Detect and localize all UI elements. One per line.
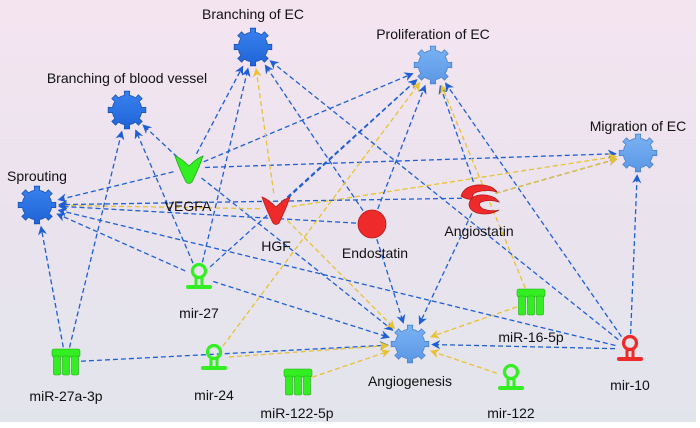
node-label-branching_ec: Branching of EC: [202, 6, 304, 22]
mature-mirna-icon: [516, 288, 546, 316]
node-mir24[interactable]: mir-24: [194, 343, 234, 404]
node-label-mir10: mir-10: [610, 377, 650, 393]
edge-endostatin-to-proliferation_ec: [377, 84, 427, 210]
edge-angiostatin-to-migration_ec: [495, 156, 618, 194]
mature-mirna-icon: [283, 368, 313, 396]
edge-layer: [38, 60, 642, 378]
gear-icon: [618, 133, 658, 173]
edge-mir122-to-angiogenesis: [429, 349, 497, 374]
edge-endostatin-to-branching_ec: [264, 64, 364, 212]
mirna-hairpin-icon: [498, 363, 524, 390]
edge-vegfa-to-migration_ec: [204, 149, 617, 169]
edge-mir27-to-angiogenesis: [213, 280, 390, 340]
edge-angiostatin-to-proliferation_ec: [438, 84, 475, 183]
peptidase-icon-lower: [468, 194, 500, 215]
node-mir10[interactable]: mir-10: [610, 334, 650, 394]
node-label-mir27: mir-27: [179, 305, 219, 321]
edge-mir24-to-angiogenesis: [228, 341, 389, 358]
node-layer: Branching of EC Proliferation of EC Branch…: [7, 6, 686, 421]
edge-mir27-to-proliferation_ec: [209, 79, 418, 268]
node-label-angiogenesis: Angiogenesis: [368, 373, 452, 389]
mirna-hairpin-icon: [186, 262, 212, 289]
edge-mir10-to-sprouting: [57, 207, 616, 347]
gear-icon: [233, 27, 273, 67]
node-label-sprouting: Sprouting: [7, 168, 67, 184]
gear-icon: [413, 45, 453, 85]
growth-factor-icon: [261, 196, 291, 225]
node-migration_ec[interactable]: Migration of EC: [590, 118, 686, 173]
node-label-mir122: mir-122: [487, 405, 535, 421]
edge-mir27-to-branching_bv: [134, 129, 194, 264]
node-label-proliferation_ec: Proliferation of EC: [376, 26, 490, 42]
node-vegfa[interactable]: VEGFA: [165, 155, 212, 214]
node-hgf[interactable]: HGF: [261, 196, 291, 254]
node-mir16[interactable]: miR-16-5p: [498, 288, 564, 345]
node-angiostatin[interactable]: Angiostatin: [444, 184, 514, 239]
edge-mir24-to-proliferation_ec: [222, 81, 421, 347]
node-mir122_5p[interactable]: miR-122-5p: [260, 368, 334, 421]
gear-icon: [17, 185, 57, 225]
edge-vegfa-to-proliferation_ec: [203, 72, 414, 163]
node-angiogenesis[interactable]: Angiogenesis: [368, 324, 452, 389]
edge-vegfa-to-sprouting: [57, 171, 174, 203]
node-mir122[interactable]: mir-122: [487, 363, 535, 422]
edge-hgf-to-branching_ec: [252, 67, 275, 194]
edge-endostatin-to-angiogenesis: [376, 239, 406, 324]
mirna-hairpin-icon: [617, 334, 643, 361]
node-label-mir27a: miR-27a-3p: [29, 388, 102, 404]
edge-mir10-to-proliferation_ec: [445, 82, 622, 338]
edge-vegfa-to-angiogenesis: [201, 177, 394, 331]
circle-icon: [357, 209, 387, 239]
edge-mir10-to-branching_ec: [269, 60, 619, 341]
node-label-branching_bv: Branching of blood vessel: [47, 70, 207, 86]
edge-vegfa-to-branching_bv: [142, 124, 178, 158]
edge-mir10-to-migration_ec: [629, 174, 642, 335]
node-label-mir16: miR-16-5p: [498, 329, 564, 345]
node-label-migration_ec: Migration of EC: [590, 118, 686, 134]
node-proliferation_ec[interactable]: Proliferation of EC: [376, 26, 490, 85]
edge-mir27-to-branching_ec: [201, 67, 251, 263]
node-label-mir24: mir-24: [194, 387, 234, 403]
edge-endostatin-to-sprouting: [58, 202, 357, 224]
edge-mir10-to-angiogenesis: [431, 340, 616, 350]
edge-hgf-to-sprouting: [58, 200, 261, 211]
edge-vegfa-to-branching_ec: [195, 65, 244, 155]
gear-icon: [390, 324, 430, 364]
edge-hgf-to-angiogenesis: [286, 219, 396, 330]
edge-mir27-to-sprouting: [56, 213, 186, 272]
edge-mir122_5p-to-angiogenesis: [311, 349, 391, 378]
edge-mir27a-to-sprouting: [38, 225, 64, 348]
node-branching_ec[interactable]: Branching of EC: [202, 6, 304, 67]
growth-factor-icon: [174, 155, 204, 184]
node-endostatin[interactable]: Endostatin: [342, 209, 408, 261]
node-label-endostatin: Endostatin: [342, 245, 408, 261]
node-mir27a[interactable]: miR-27a-3p: [29, 348, 103, 404]
node-sprouting[interactable]: Sprouting: [7, 168, 67, 225]
node-label-vegfa: VEGFA: [165, 198, 212, 214]
edge-angiostatin-to-sprouting: [58, 197, 463, 210]
node-label-angiostatin: Angiostatin: [444, 223, 513, 239]
node-label-mir122_5p: miR-122-5p: [260, 405, 333, 421]
mirna-hairpin-icon: [201, 343, 227, 370]
gear-icon: [107, 90, 147, 130]
edge-mir16-to-angiogenesis: [429, 306, 518, 339]
node-mir27[interactable]: mir-27: [179, 262, 219, 322]
edge-angiostatin-to-angiogenesis: [418, 213, 473, 325]
mature-mirna-icon: [51, 348, 81, 376]
node-label-hgf: HGF: [261, 238, 291, 254]
edge-hgf-to-migration_ec: [291, 153, 618, 208]
edge-mir27a-to-angiogenesis: [80, 341, 389, 362]
edge-mir27a-to-branching_bv: [68, 130, 125, 348]
node-branching_bv[interactable]: Branching of blood vessel: [47, 70, 207, 130]
